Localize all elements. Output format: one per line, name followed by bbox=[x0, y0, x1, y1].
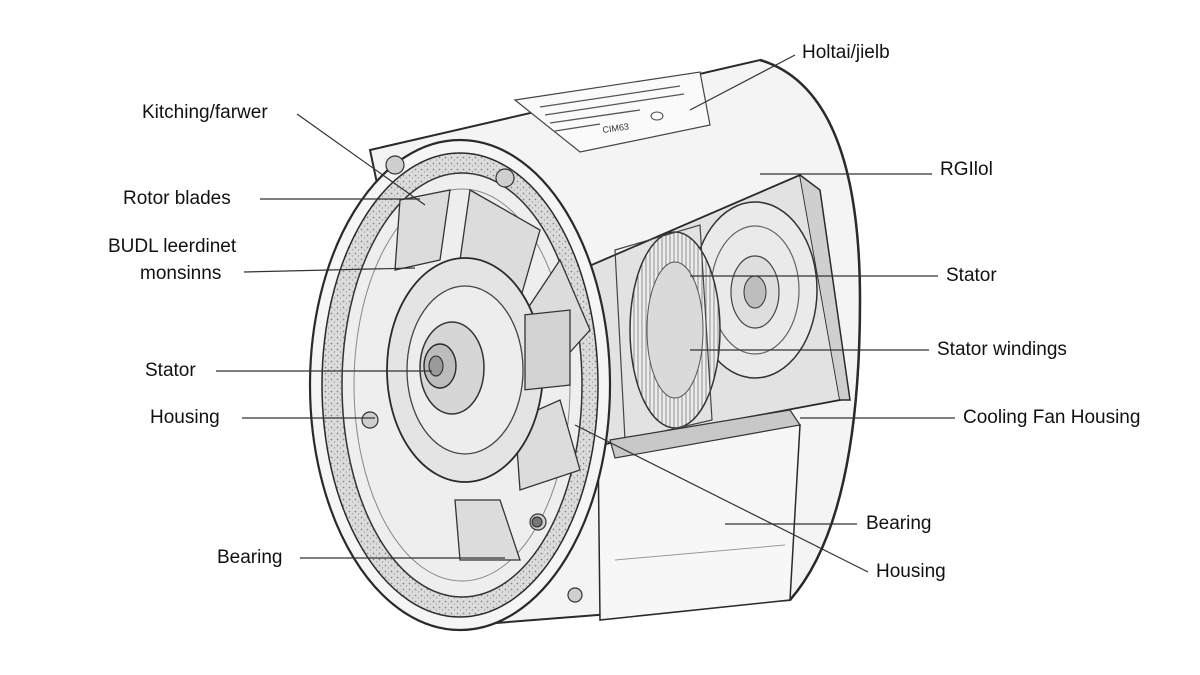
leader-lines-left bbox=[216, 113, 505, 559]
label-budl-line2: monsinns bbox=[140, 263, 222, 284]
bearing-assembly bbox=[524, 309, 571, 528]
label-kitching-farwer: Kitching/farwer bbox=[142, 102, 268, 123]
label-stator-windings: Stator windings bbox=[937, 339, 1067, 360]
label-cooling-fan-housing: Cooling Fan Housing bbox=[963, 407, 1141, 428]
label-stator-right: Stator bbox=[946, 265, 997, 286]
label-rgiiol: RGIlol bbox=[940, 159, 993, 180]
cutaway-window bbox=[579, 173, 851, 459]
rotor-hub bbox=[386, 257, 544, 483]
nameplate-text: CIM63 bbox=[602, 121, 630, 135]
label-stator-left: Stator bbox=[145, 360, 196, 381]
stator-core-rear bbox=[614, 224, 713, 441]
label-budl-line1: BUDL leerdinet bbox=[108, 236, 237, 257]
leader-lines-right bbox=[574, 54, 955, 573]
label-holtai-jielb: Holtai/jielb bbox=[802, 42, 890, 63]
label-rotor-blades: Rotor blades bbox=[123, 188, 231, 209]
label-housing-left: Housing bbox=[150, 407, 220, 428]
nameplate: CIM63 bbox=[513, 71, 711, 153]
label-bearing-left: Bearing bbox=[217, 547, 283, 568]
label-housing-right: Housing bbox=[876, 561, 946, 582]
label-bearing-right: Bearing bbox=[866, 513, 932, 534]
stator-windings bbox=[629, 231, 721, 429]
